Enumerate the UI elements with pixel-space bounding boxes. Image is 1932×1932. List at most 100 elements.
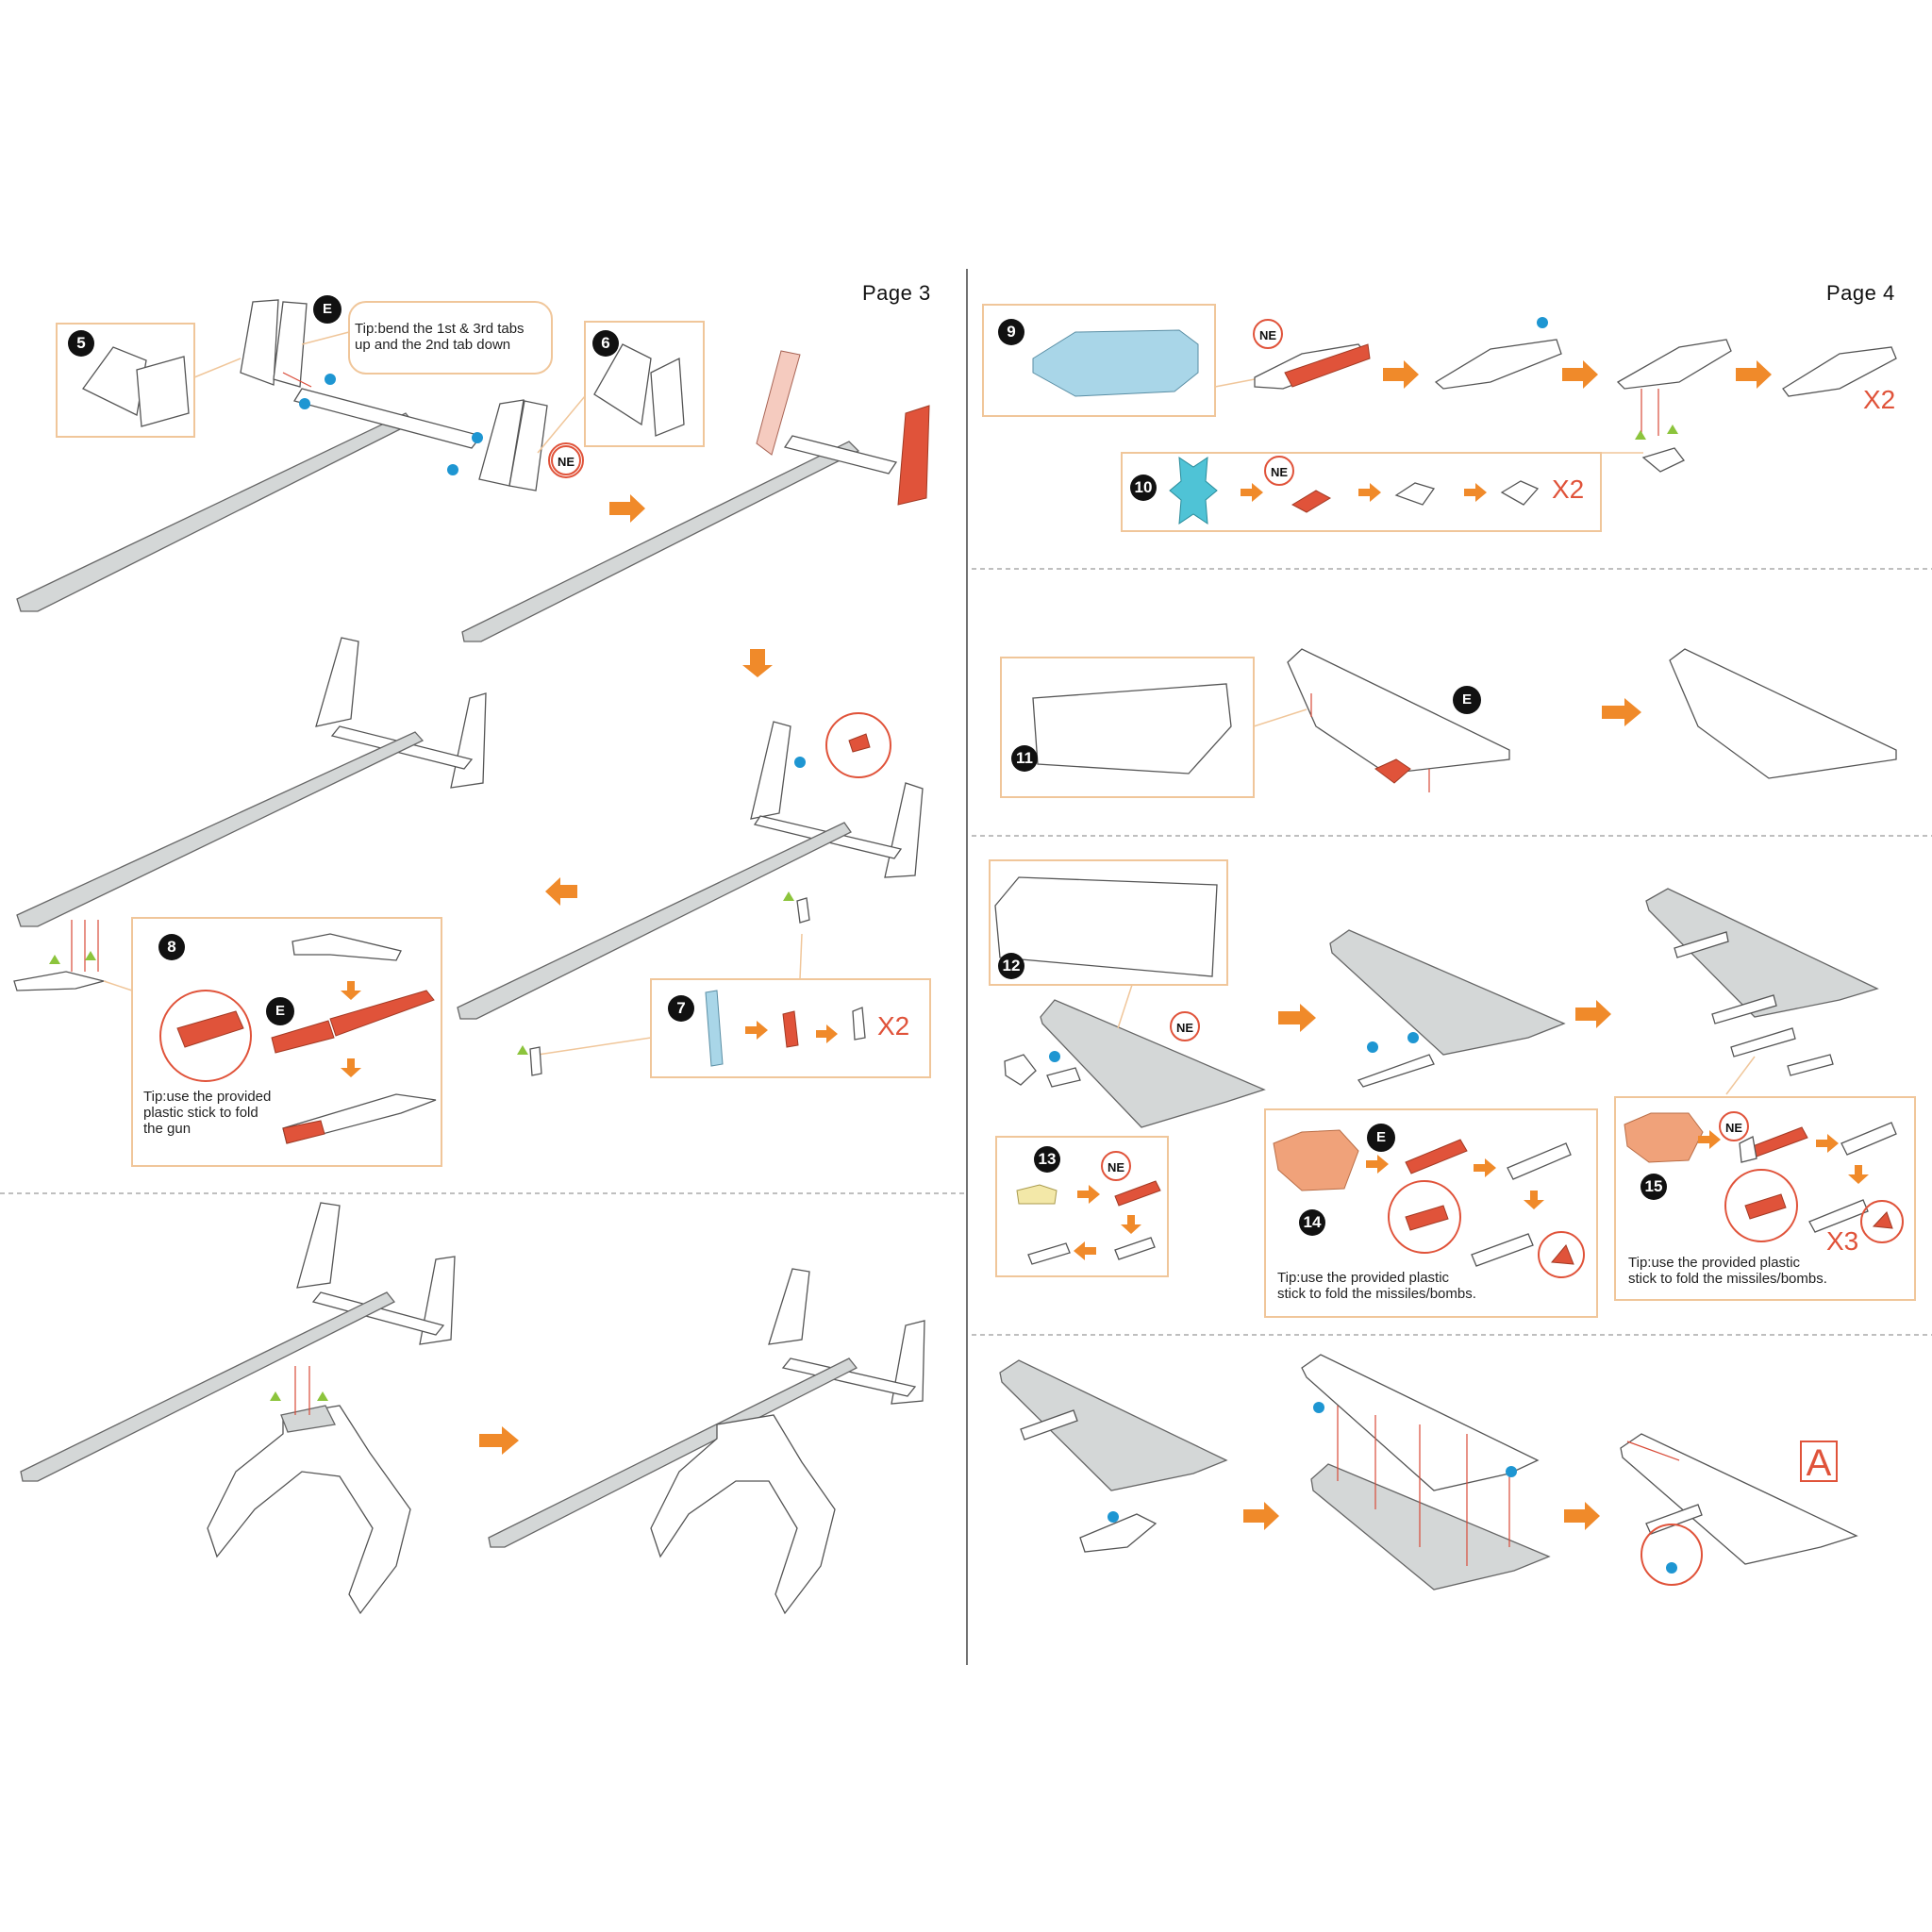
step7-dot: [794, 757, 806, 768]
stand-triangle-a: [270, 1391, 281, 1401]
step-6-number: 6: [592, 330, 619, 357]
step7-gear-b: [529, 1046, 542, 1076]
stand-main-wing: [20, 1291, 396, 1482]
step6-tail-fin-left: [756, 350, 801, 456]
step12-frame: [989, 859, 1228, 986]
step12-arrow: [1278, 1004, 1316, 1032]
step14-bomb: [1471, 1233, 1534, 1267]
step15-missile: [1840, 1122, 1897, 1156]
mark-ne-step9: NE: [1253, 319, 1283, 349]
arrow-stand: [479, 1426, 519, 1455]
step6-frame: [584, 321, 705, 447]
step14-arrow-b: [1474, 1158, 1496, 1177]
step7-leader: [537, 933, 803, 1056]
step9-triangle-a: [1635, 430, 1646, 440]
step5-fin-part-b: [136, 356, 190, 427]
final-mark-a: A: [1800, 1441, 1838, 1484]
step12-dot-a: [1367, 1041, 1378, 1053]
step8-leader: [103, 980, 133, 991]
step15-arrow-a: [1698, 1130, 1721, 1149]
step-9-number: 9: [998, 319, 1024, 345]
final-belly-pod: [1079, 1513, 1158, 1553]
step6-tail-boom: [783, 435, 898, 475]
step5-leader: [193, 358, 242, 378]
mark-ne-step15: NE: [1719, 1111, 1749, 1141]
step14-zoom-ring: [1388, 1180, 1461, 1254]
tip-fold-gun: Tip:use the provided plastic stick to fo…: [143, 1089, 272, 1137]
final-dot-b: [1313, 1402, 1324, 1413]
step15-arrow-c: [1848, 1165, 1869, 1184]
step12-part: [994, 876, 1218, 977]
step7-fin-right: [884, 782, 924, 878]
final-arrow-b: [1564, 1502, 1600, 1530]
step5-tail-boom: [292, 388, 483, 449]
step12-dot: [1049, 1051, 1060, 1062]
step9-done: [1782, 346, 1897, 397]
step14-fin: [1551, 1244, 1574, 1265]
step8-frame: [131, 917, 442, 1167]
step11-arrow: [1602, 698, 1641, 726]
step10-frame: [1121, 452, 1602, 532]
step15-zoom-ring: [1724, 1169, 1798, 1242]
step13-arrow-a: [1077, 1185, 1100, 1204]
arrow-6-down: [742, 649, 773, 677]
tip-fold-missiles-15: Tip:use the provided plastic stick to fo…: [1628, 1255, 1827, 1287]
final-plane: [1620, 1433, 1858, 1565]
step10-roll: [1394, 482, 1436, 506]
step-10-number: 10: [1130, 475, 1157, 501]
step11-done: [1669, 648, 1897, 779]
step6-tail-fin-right: [897, 405, 930, 506]
step9-arrow-c: [1736, 360, 1772, 389]
step8-guide: [71, 920, 99, 972]
stand-fin-left: [296, 1202, 341, 1289]
final-lower-missile: [1020, 1409, 1078, 1441]
tip-bubble-frame: [348, 301, 553, 375]
mark-ne-step5: NE: [551, 445, 581, 475]
step10-part: [1169, 457, 1218, 525]
step10-arrow-c: [1464, 483, 1487, 502]
step9-fold-red: [1284, 343, 1371, 388]
step7-main-wing: [457, 822, 852, 1020]
assembled-fin-left: [315, 637, 359, 727]
step14-missile: [1507, 1142, 1572, 1180]
step5-fin-part-a: [82, 346, 147, 416]
step13-part: [1016, 1184, 1058, 1205]
step12-pylon: [1046, 1067, 1081, 1088]
step11-wing: [1287, 648, 1510, 774]
step15-fin: [1872, 1211, 1893, 1229]
step-13-number: 13: [1034, 1146, 1060, 1173]
step12-done-missile-d: [1787, 1054, 1834, 1076]
step14-fold: [1405, 1139, 1468, 1174]
step15-cone: [1739, 1136, 1757, 1163]
stand-tailplane: [311, 1291, 445, 1336]
step15-zoom-tube: [1744, 1193, 1787, 1220]
step14-part: [1273, 1129, 1359, 1191]
step7-triangle-a: [783, 891, 794, 901]
step6-main-wing: [461, 441, 860, 642]
step11-guide: [1310, 693, 1430, 792]
step9-dot-1: [1537, 317, 1548, 328]
step12-leader-b: [1725, 1056, 1756, 1095]
step8-arrow-b: [341, 1058, 361, 1077]
step5-dot-1: [325, 374, 336, 385]
page-4-label: Page 4: [1826, 281, 1895, 305]
mark-ne-step12: NE: [1170, 1011, 1200, 1041]
multiplier-x2-step9: X2: [1863, 385, 1896, 414]
step8-triangle-b: [85, 951, 96, 960]
tip-bend-tabs: Tip:bend the 1st & 3rd tabs up and the 2…: [355, 321, 525, 353]
step7-arrow-a: [745, 1021, 768, 1040]
step9-fold-b: [1434, 339, 1562, 390]
step6-leader: [537, 395, 586, 454]
step12-dot-b: [1407, 1032, 1419, 1043]
step5-ne-ring: [548, 442, 584, 478]
step11-frame: [1000, 657, 1255, 798]
arrow-7-left: [545, 877, 577, 906]
assembled-main-wing: [16, 731, 425, 927]
step9-arrow-b: [1562, 360, 1598, 389]
final-dot-c: [1506, 1466, 1517, 1477]
final-lower-wing: [999, 1359, 1228, 1491]
step-15-number: 15: [1641, 1174, 1667, 1200]
multiplier-x2-step7: X2: [877, 1011, 910, 1041]
tip-bubble-leader: [301, 331, 350, 345]
